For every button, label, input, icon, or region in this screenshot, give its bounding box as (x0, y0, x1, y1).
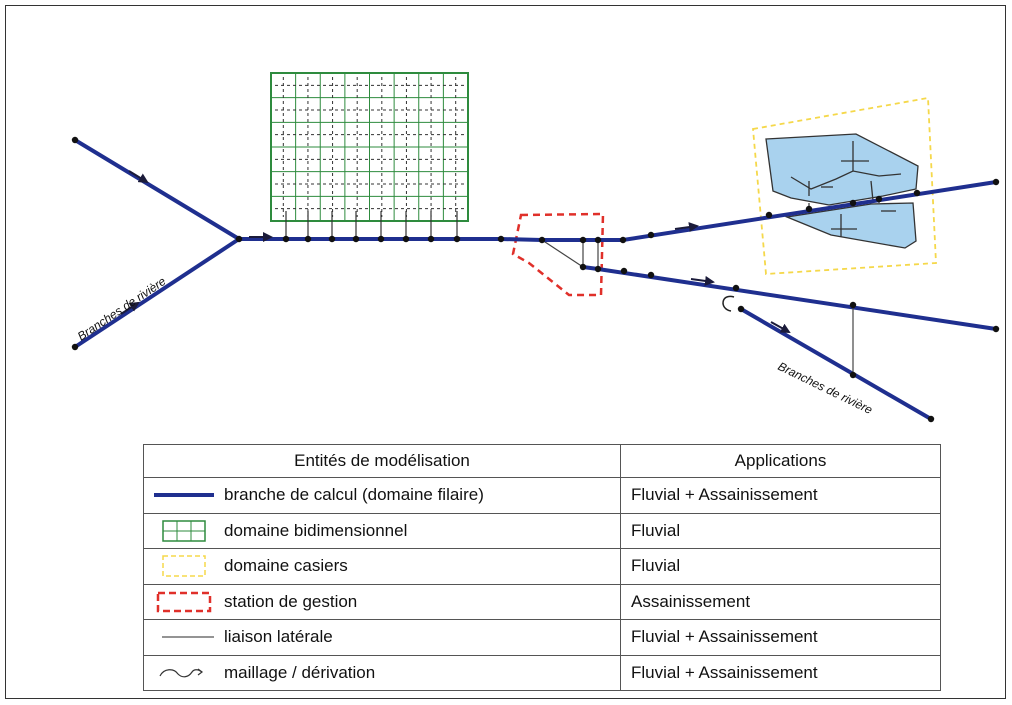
river-label-left: Branches de rivière (75, 274, 169, 344)
legend-entity-label: liaison latérale (224, 627, 333, 647)
flow-arrows (120, 170, 791, 333)
branch-node (875, 195, 883, 203)
legend-table: Entités de modélisation Applications bra… (143, 444, 941, 691)
legend-application: Fluvial + Assainissement (620, 654, 941, 691)
management-station (511, 212, 605, 297)
branch-node (282, 235, 290, 243)
branch-node (647, 231, 655, 239)
legend-header-applications: Applications (620, 444, 941, 478)
curved-arrow-icon (144, 658, 224, 688)
red-dashed-box-icon (144, 587, 224, 617)
branch-node (304, 235, 312, 243)
legend-application: Fluvial (620, 512, 941, 549)
legend-application: Fluvial + Assainissement (620, 619, 941, 656)
legend-entity-label: branche de calcul (domaine filaire) (224, 485, 484, 505)
green-grid-icon (144, 516, 224, 546)
branch-node (579, 263, 587, 271)
branch-node (805, 205, 813, 213)
branch-node (579, 236, 587, 244)
legend-application: Fluvial + Assainissement (620, 477, 941, 514)
legend-row: domaine casiers Fluvial (143, 548, 941, 585)
network-diagram: Branches de rivière Branches de rivière (71, 72, 1000, 423)
branch-node (71, 343, 79, 351)
legend-row: station de gestion Assainissement (143, 583, 941, 620)
nodes (71, 136, 1000, 423)
branch-node (235, 235, 243, 243)
diagram-frame: Branches de rivière Branches de rivière … (5, 5, 1006, 699)
branch-node (849, 301, 857, 309)
branch-node (594, 265, 602, 273)
branch-node (352, 235, 360, 243)
branch-node (328, 235, 336, 243)
branch-node (71, 136, 79, 144)
branch-node (992, 325, 1000, 333)
branch-node (619, 236, 627, 244)
legend-application: Fluvial (620, 548, 941, 585)
branch-node (849, 199, 857, 207)
branch-node (732, 284, 740, 292)
branch-node (765, 211, 773, 219)
thick-blue-line-icon (144, 480, 224, 510)
derivation-icon (722, 295, 735, 312)
legend-entity-label: station de gestion (224, 591, 358, 611)
branch-node (620, 267, 628, 275)
legend-row: domaine bidimensionnel Fluvial (143, 512, 941, 549)
branch-node (737, 305, 745, 313)
branch-node (427, 235, 435, 243)
branch-node (497, 235, 505, 243)
branch-node (992, 178, 1000, 186)
casier-domain (752, 96, 937, 275)
branch-node (377, 235, 385, 243)
branch-node (647, 271, 655, 279)
yellow-dashed-box-icon (144, 551, 224, 581)
legend-entity-label: maillage / dérivation (224, 662, 376, 682)
branch-node (538, 236, 546, 244)
thin-gray-line-icon (144, 622, 224, 652)
branch-node (594, 236, 602, 244)
legend-row: liaison latérale Fluvial + Assainissemen… (143, 619, 941, 656)
legend-entity-label: domaine bidimensionnel (224, 520, 408, 540)
legend-application: Assainissement (620, 583, 941, 620)
branch-node (913, 189, 921, 197)
branch-node (849, 371, 857, 379)
river-label-right: Branches de rivière (776, 359, 875, 417)
legend-entity-label: domaine casiers (224, 556, 348, 576)
branch-node (402, 235, 410, 243)
legend-row: branche de calcul (domaine filaire) Fluv… (143, 477, 941, 514)
branch-node (927, 415, 935, 423)
legend-header-entities: Entités de modélisation (143, 444, 621, 478)
branch-node (453, 235, 461, 243)
legend-row: maillage / dérivation Fluvial + Assainis… (143, 654, 941, 691)
